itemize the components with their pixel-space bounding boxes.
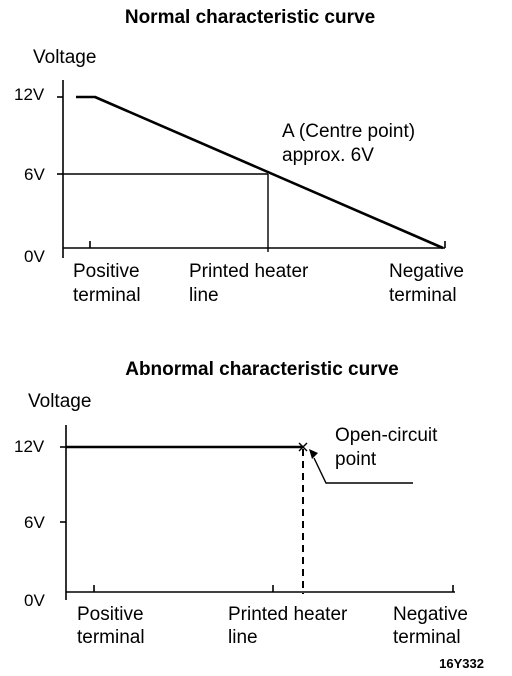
open-circuit-marker	[298, 442, 308, 452]
normal-x-label-positive-line2: terminal	[73, 285, 141, 306]
normal-y-tick-label-6v: 6V	[24, 165, 45, 184]
abnormal-annotation-line2: point	[335, 449, 377, 470]
abnormal-y-tick-label-6v: 6V	[24, 513, 45, 532]
abnormal-y-tick-label-12v: 12V	[14, 437, 45, 456]
open-circuit-leader-line	[313, 457, 413, 484]
normal-chart: Normal characteristic curve Voltage 12V …	[14, 7, 464, 306]
abnormal-x-label-positive-line1: Positive	[77, 604, 144, 625]
normal-x-label-positive-line1: Positive	[73, 261, 140, 282]
abnormal-x-label-heater-line1: Printed heater	[228, 604, 348, 625]
abnormal-y-tick-label-0v: 0V	[24, 591, 45, 610]
normal-voltage-curve	[76, 95, 444, 250]
normal-annotation-line1: A (Centre point)	[282, 121, 415, 142]
abnormal-x-label-negative-line2: terminal	[393, 627, 461, 648]
normal-title: Normal characteristic curve	[125, 7, 375, 28]
normal-y-tick-label-12v: 12V	[14, 85, 45, 104]
normal-y-axis-label: Voltage	[33, 47, 96, 68]
normal-x-label-heater-line2: line	[189, 285, 219, 306]
abnormal-annotation-line1: Open-circuit	[335, 425, 438, 446]
normal-x-label-heater-line1: Printed heater	[189, 261, 309, 282]
normal-y-tick-label-0v: 0V	[24, 247, 45, 266]
normal-x-label-negative-line1: Negative	[389, 261, 464, 282]
abnormal-x-label-negative-line1: Negative	[393, 604, 468, 625]
normal-annotation-line2: approx. 6V	[282, 145, 374, 166]
abnormal-chart: Abnormal characteristic curve Voltage 12…	[14, 359, 468, 648]
figure-code: 16Y332	[439, 656, 484, 671]
leader-arrow-icon	[309, 449, 318, 459]
abnormal-y-axis-label: Voltage	[28, 391, 91, 412]
abnormal-x-label-positive-line2: terminal	[77, 627, 145, 648]
abnormal-x-label-heater-line2: line	[228, 627, 258, 648]
abnormal-title: Abnormal characteristic curve	[125, 359, 399, 380]
normal-x-label-negative-line2: terminal	[389, 285, 457, 306]
